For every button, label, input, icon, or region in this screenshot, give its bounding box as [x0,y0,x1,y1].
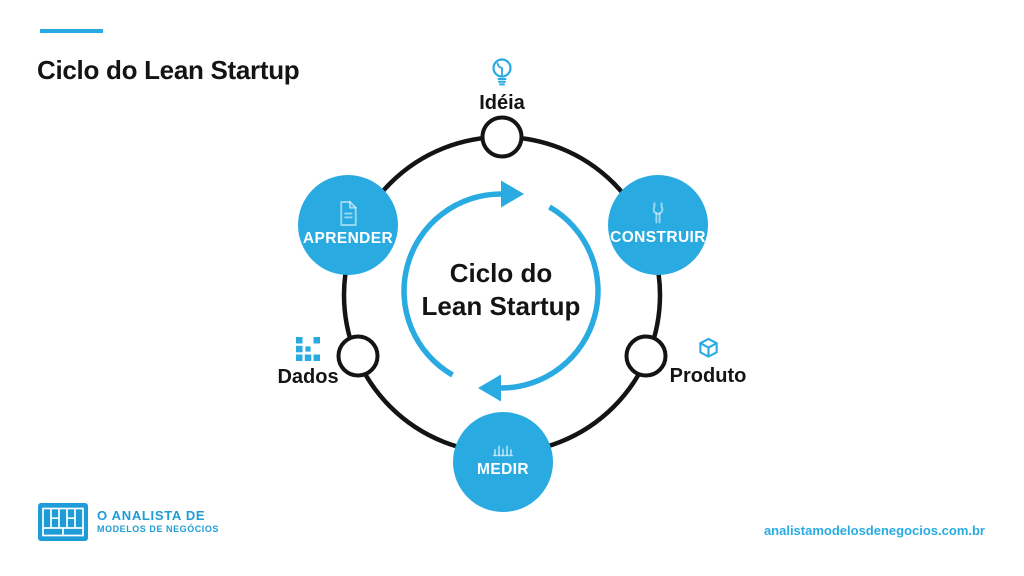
arrowhead-top-icon [501,180,524,208]
node-ideia [480,115,524,159]
cycle-arrow-arc-left [401,191,502,378]
brand-name-line2: MODELOS DE NEGÓCIOS [97,524,219,534]
node-dados [336,334,380,378]
cycle-center-title-line2: Lean Startup [421,291,581,321]
checkpoint-ideia-label: Idéia [479,92,525,114]
website-url: analistamodelosdenegocios.com.br [763,523,985,538]
wrench-icon [652,202,664,224]
bar-chart-icon [492,445,514,457]
checkpoint-ideia: Idéia [442,56,562,115]
checkpoint-produto: Produto [648,336,768,388]
data-pixels-icon [296,337,320,361]
checkpoint-dados: Dados [248,337,368,389]
document-icon [340,200,357,226]
cycle-center-title-line1: Ciclo do [449,258,553,288]
cycle-center-title: Ciclo do Lean Startup [401,257,601,323]
cube-icon [698,337,718,358]
stage-medir: MEDIR [453,412,553,512]
stage-aprender: APRENDER [298,175,398,275]
checkpoint-produto-label: Produto [669,365,747,387]
title-accent-rule [40,29,103,33]
cycle-arrow-arc-right [500,204,601,391]
brand-name-line1: O ANALISTA DE [97,508,206,523]
stage-medir-label: MEDIR [477,461,529,478]
stage-construir-label: CONSTRUIR [610,229,706,246]
stage-construir: CONSTRUIR [608,175,708,275]
arrowhead-bottom-icon [478,374,501,402]
business-model-canvas-logo-icon [38,503,88,541]
node-produto [624,334,668,378]
stage-aprender-label: APRENDER [302,229,394,247]
checkpoint-dados-label: Dados [277,366,339,388]
lightbulb-icon [492,58,512,86]
page-title: Ciclo do Lean Startup [37,55,300,86]
